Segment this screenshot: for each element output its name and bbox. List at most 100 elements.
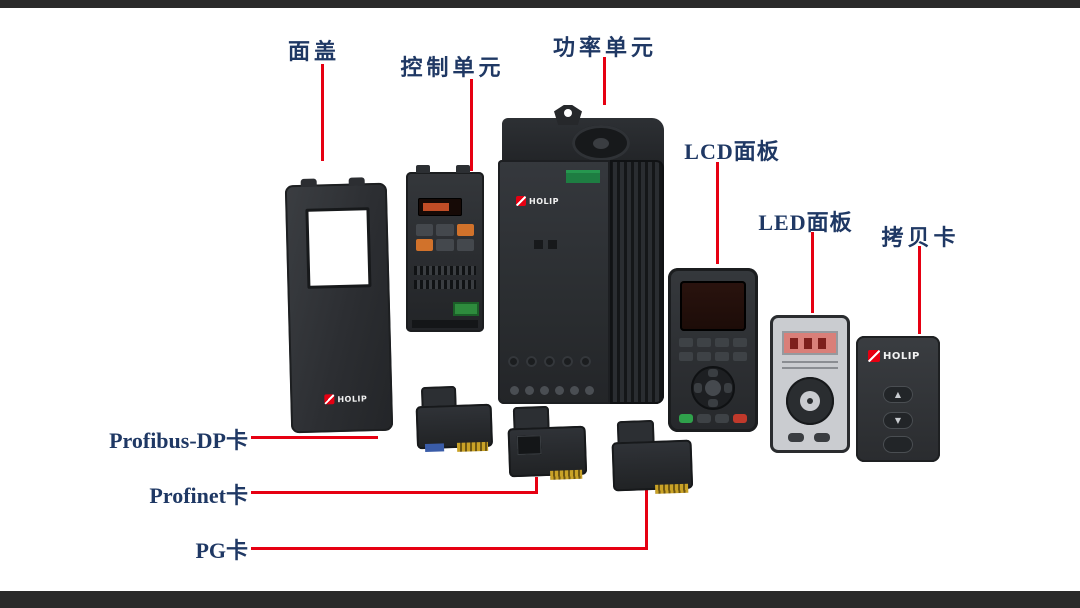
cover-clip — [348, 177, 365, 186]
key-button — [456, 239, 474, 251]
mounting-clip — [416, 165, 430, 173]
heatsink-fins — [610, 160, 664, 404]
brand-text: HOLIP — [883, 350, 920, 362]
profibus-dp-card-illustration — [415, 385, 494, 453]
holip-logo-icon — [324, 394, 335, 405]
key-button — [733, 352, 747, 361]
nav-left-button — [694, 383, 702, 393]
label-profibus-dp-card: Profibus-DP卡 — [109, 428, 248, 453]
key-button — [436, 239, 454, 251]
dial-center-dot — [807, 398, 813, 404]
vent-slot — [548, 240, 557, 249]
terminal-block-green — [453, 302, 479, 316]
connector-line-profibus-card — [251, 436, 378, 439]
edge-connector-pins — [654, 483, 689, 494]
key-button — [814, 433, 830, 442]
mounting-clip — [456, 165, 470, 173]
knockout-hole — [580, 356, 591, 367]
holip-logo: HOLIP — [868, 350, 920, 362]
led-digit — [790, 338, 798, 349]
connector-line-pg-card — [251, 547, 648, 550]
label-profinet-card: Profinet卡 — [149, 483, 248, 508]
blank-button — [883, 436, 913, 453]
connector-line-copy-card — [918, 246, 921, 334]
start-button — [679, 414, 693, 423]
key-button — [715, 338, 729, 347]
label-lcd-panel: LCD面板 — [684, 139, 780, 164]
io-pin-header — [414, 266, 476, 275]
cooling-fan-icon — [572, 125, 630, 161]
label-power-unit: 功率单元 — [552, 35, 657, 60]
terminal-screw — [555, 386, 564, 395]
led-display — [782, 331, 838, 355]
key-button — [715, 414, 729, 423]
edge-connector-pins — [456, 441, 489, 452]
copy-card-illustration: HOLIP ▲ ▼ — [856, 336, 940, 462]
label-front-cover: 面盖 — [287, 39, 340, 64]
holip-logo: HOLIP — [324, 393, 368, 405]
key-button — [679, 352, 693, 361]
knockout-hole — [544, 356, 555, 367]
label-copy-card: 拷贝卡 — [881, 225, 960, 250]
legend-line — [782, 361, 838, 363]
power-unit-illustration: HOLIP — [498, 105, 664, 404]
vent-slot — [534, 240, 543, 249]
terminal-screws — [510, 386, 594, 395]
knockout-hole — [508, 356, 519, 367]
nav-up-button — [708, 369, 718, 377]
key-button — [697, 352, 711, 361]
key-button — [715, 352, 729, 361]
key-button — [416, 224, 434, 236]
lcd-bottom-key-row — [679, 414, 747, 423]
key-button — [697, 338, 711, 347]
rj45-port — [517, 435, 542, 455]
stop-button — [733, 414, 747, 423]
control-unit-illustration — [406, 165, 484, 332]
profinet-card-illustration — [507, 405, 588, 480]
navigation-pad — [691, 366, 735, 410]
lcd-key-row — [679, 338, 747, 347]
cover-display-window — [305, 207, 372, 289]
seven-segment-display — [418, 198, 462, 216]
brand-text: HOLIP — [337, 393, 368, 404]
key-button — [436, 224, 454, 236]
label-led-panel: LED面板 — [758, 210, 853, 235]
io-pin-header — [414, 280, 476, 289]
db9-connector — [424, 443, 445, 453]
bottom-connector-strip — [412, 320, 478, 328]
cable-knockouts — [508, 356, 591, 367]
vent-slots — [534, 240, 557, 249]
down-arrow-icon: ▼ — [883, 412, 913, 429]
keypad — [416, 224, 474, 254]
lcd-panel-illustration — [668, 268, 758, 432]
cover-clip — [300, 178, 317, 187]
bottom-border-bar — [0, 591, 1080, 608]
front-cover-illustration: HOLIP — [284, 177, 394, 434]
connector-line-led-panel — [811, 232, 814, 313]
brand-text: HOLIP — [529, 196, 559, 206]
holip-logo-icon — [516, 196, 526, 206]
led-panel-illustration — [770, 315, 850, 453]
connector-line-pg-card-riser — [645, 489, 648, 549]
connector-line-control-unit — [470, 79, 473, 171]
knockout-hole — [526, 356, 537, 367]
navigation-dial — [786, 377, 834, 425]
terminal-screw — [510, 386, 519, 395]
holip-logo: HOLIP — [516, 196, 559, 206]
pg-card-illustration — [611, 419, 694, 494]
nav-right-button — [724, 383, 732, 393]
lcd-screen — [680, 281, 746, 331]
terminal-screw — [585, 386, 594, 395]
key-button — [416, 239, 434, 251]
display-digits — [423, 203, 449, 211]
key-button — [788, 433, 804, 442]
up-arrow-icon: ▲ — [883, 386, 913, 403]
key-button — [679, 338, 693, 347]
connector-line-lcd-panel — [716, 162, 719, 264]
connector-line-power-unit — [603, 57, 606, 105]
lcd-key-row — [679, 352, 747, 361]
terminal-screw — [540, 386, 549, 395]
led-bottom-key-row — [788, 433, 832, 442]
power-unit-front-face: HOLIP — [498, 160, 610, 404]
rating-sticker — [566, 170, 600, 183]
